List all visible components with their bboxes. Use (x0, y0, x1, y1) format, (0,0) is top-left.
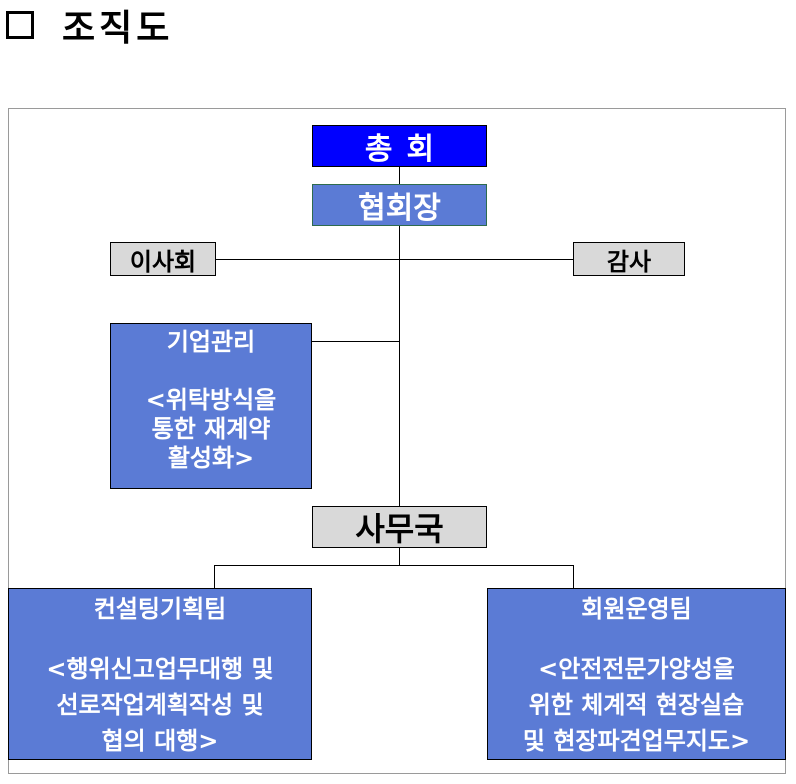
enterprise-desc-line: <위탁방식을 (145, 386, 277, 414)
connector-main-trunk (399, 226, 400, 506)
connector-enterprise (312, 341, 399, 342)
consulting-team-box: 컨설팅기획팀 <행위신고업무대행 및 선로작업계획작성 및 협의 대행> (8, 588, 312, 760)
enterprise-title: 기업관리 (166, 328, 256, 356)
enterprise-desc-line: 활성화> (167, 444, 255, 472)
connector-board-audit (216, 259, 573, 260)
member-team-title: 회원운영팀 (581, 595, 692, 623)
enterprise-desc-line: 통한 재계약 (151, 415, 271, 443)
connector-assembly-president (399, 167, 400, 184)
connector-member-team (573, 565, 574, 588)
consulting-desc-line: <행위신고업무대행 및 (46, 655, 274, 683)
consulting-desc-line: 협의 대행> (101, 727, 219, 755)
org-chart-frame (8, 108, 786, 774)
member-desc-line: 및 현장파견업무지도> (522, 727, 751, 755)
consulting-team-title: 컨설팅기획팀 (93, 595, 227, 623)
president-box: 협회장 (312, 184, 487, 226)
general-assembly-box: 총회 (312, 125, 487, 167)
audit-box: 감사 (573, 242, 685, 276)
page-title: 조직도 (62, 8, 174, 49)
page-heading: 조직도 (6, 0, 173, 50)
member-desc-line: 위한 체계적 현장실습 (528, 691, 745, 719)
connector-consulting-team (214, 565, 215, 588)
connector-secretariat-down (399, 548, 400, 565)
secretariat-box: 사무국 (312, 506, 487, 548)
member-team-box: 회원운영팀 <안전전문가양성을 위한 체계적 현장실습 및 현장파견업무지도> (487, 588, 786, 760)
enterprise-management-box: 기업관리 <위탁방식을 통한 재계약 활성화> (110, 323, 312, 489)
connector-teams-horizontal (214, 565, 574, 566)
checkbox-icon (6, 11, 34, 39)
board-box: 이사회 (110, 242, 216, 276)
consulting-desc-line: 선로작업계획작성 및 (56, 691, 264, 719)
member-desc-line: <안전전문가양성을 (538, 655, 735, 683)
